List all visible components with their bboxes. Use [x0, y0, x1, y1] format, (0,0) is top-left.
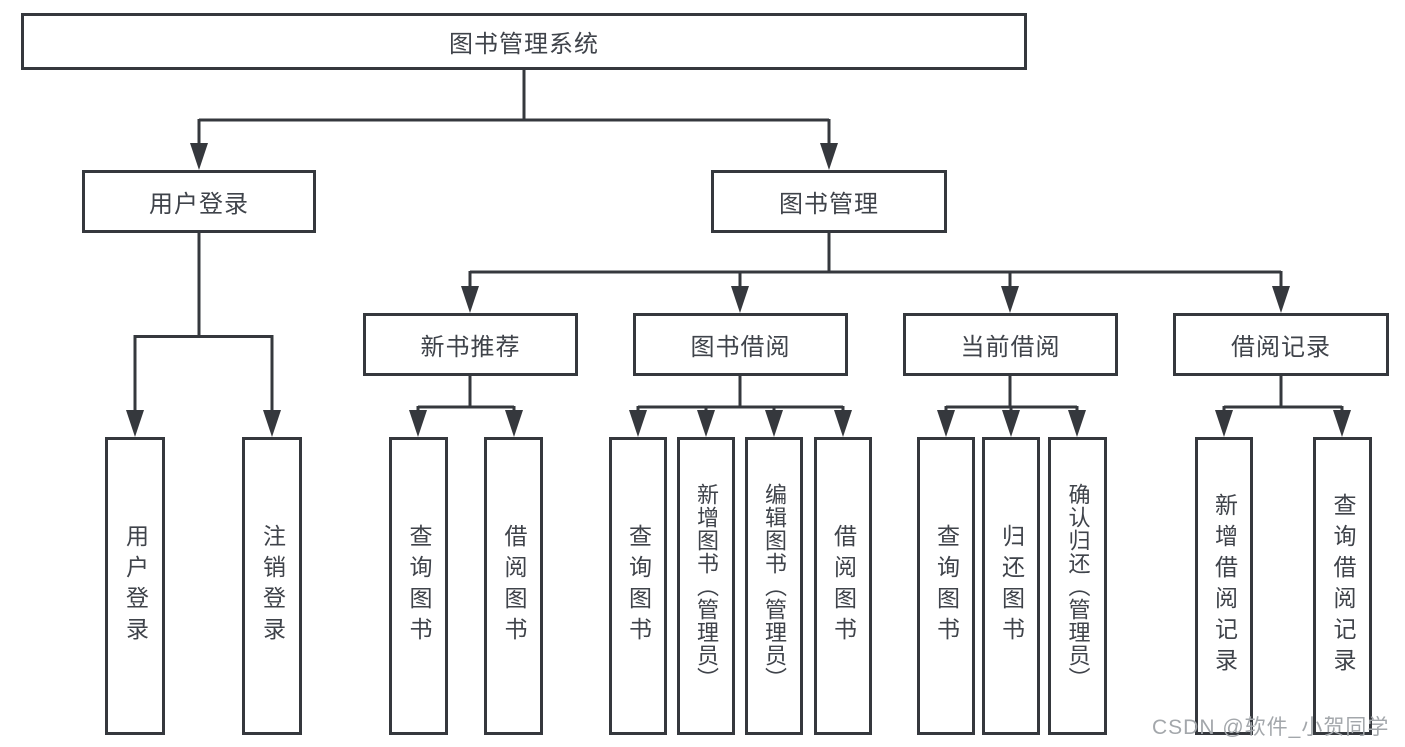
- leaf-query-books-2: 查询图书: [609, 437, 667, 735]
- leaf-user-login: 用户登录: [105, 437, 165, 735]
- leaf-confirm-return-admin: 确认归还（管理员）: [1048, 437, 1107, 735]
- leaf-logout: 注销登录: [242, 437, 302, 735]
- leaf-query-borrow-record: 查询借阅记录: [1313, 437, 1372, 735]
- node-book-borrow: 图书借阅: [633, 313, 848, 376]
- node-root: 图书管理系统: [21, 13, 1027, 70]
- leaf-query-books-3: 查询图书: [917, 437, 975, 735]
- leaf-return-book: 归还图书: [982, 437, 1040, 735]
- leaf-add-book-admin: 新增图书（管理员）: [677, 437, 735, 735]
- node-new-book-rec: 新书推荐: [363, 313, 578, 376]
- node-book-mgmt: 图书管理: [711, 170, 947, 233]
- leaf-query-books-1: 查询图书: [389, 437, 448, 735]
- node-user-login: 用户登录: [82, 170, 316, 233]
- leaf-add-borrow-record: 新增借阅记录: [1195, 437, 1253, 735]
- leaf-edit-book-admin: 编辑图书（管理员）: [745, 437, 803, 735]
- watermark: CSDN @软件_小贺同学: [1152, 716, 1390, 739]
- node-borrow-records: 借阅记录: [1173, 313, 1389, 376]
- leaf-borrow-books-2: 借阅图书: [814, 437, 872, 735]
- node-current-borrow: 当前借阅: [903, 313, 1118, 376]
- leaf-borrow-books-1: 借阅图书: [484, 437, 543, 735]
